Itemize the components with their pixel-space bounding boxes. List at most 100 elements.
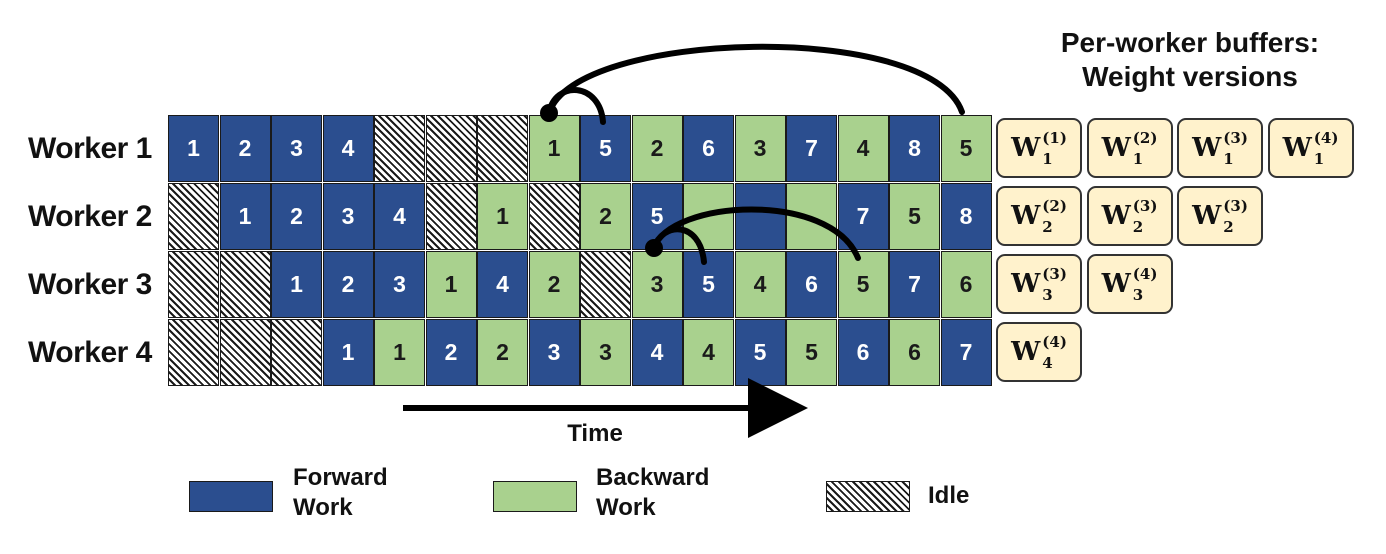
backward-cell: 5 xyxy=(786,319,837,386)
weight-version-box: W(2)2 xyxy=(996,186,1082,246)
backward-cell: 6 xyxy=(889,319,940,386)
forward-cell: 7 xyxy=(940,319,992,386)
legend-idle-label: Idle xyxy=(928,482,970,509)
idle-cell xyxy=(374,115,425,182)
forward-cell: 3 xyxy=(374,251,425,318)
backward-cell: 2 xyxy=(631,115,683,182)
backward-cell: 4 xyxy=(734,251,786,318)
backward-cell: 2 xyxy=(528,251,580,318)
backward-cell: 5 xyxy=(889,183,940,250)
idle-cell xyxy=(425,183,477,250)
weight-worker-subscript: 2 xyxy=(1132,218,1144,236)
backward-cell: 3 xyxy=(631,251,683,318)
weight-version-superscript: (4) xyxy=(1313,129,1339,147)
forward-cell: 7 xyxy=(889,251,940,318)
weight-symbol: W xyxy=(1282,133,1312,163)
weight-scripts: (2)1 xyxy=(1132,129,1158,167)
forward-cell: 8 xyxy=(940,183,992,250)
weight-scripts: (4)3 xyxy=(1132,265,1158,303)
weight-version-box: W(3)1 xyxy=(1177,118,1263,178)
worker-label: Worker 2 xyxy=(28,200,152,233)
weight-scripts: (3)1 xyxy=(1223,129,1248,167)
forward-cell: 3 xyxy=(528,319,580,386)
forward-cell xyxy=(734,183,786,250)
weight-scripts: (2)2 xyxy=(1042,197,1067,235)
idle-cell xyxy=(219,251,271,318)
idle-cell xyxy=(477,115,528,182)
weight-scripts: (3)3 xyxy=(1042,265,1067,303)
w3-long-arc xyxy=(651,206,861,261)
idle-cell xyxy=(168,183,219,250)
weight-worker-subscript: 2 xyxy=(1042,218,1053,236)
forward-cell: 3 xyxy=(322,183,374,250)
weight-symbol: W xyxy=(1101,269,1131,299)
weight-symbol: W xyxy=(1192,133,1222,163)
weight-version-superscript: (2) xyxy=(1132,129,1158,147)
weight-symbol: W xyxy=(1101,133,1131,163)
backward-cell: 6 xyxy=(940,251,992,318)
weight-worker-subscript: 3 xyxy=(1042,286,1053,304)
weight-version-box: W(1) 1 xyxy=(996,118,1082,178)
weight-version-superscript: (3) xyxy=(1223,197,1248,215)
backward-cell: 1 xyxy=(477,183,528,250)
backward-cell: 1 xyxy=(374,319,425,386)
idle-cell xyxy=(425,115,477,182)
weight-worker-subscript: 1 xyxy=(1042,150,1053,168)
weight-scripts: (4)1 xyxy=(1313,129,1339,167)
backward-cell: 2 xyxy=(477,319,528,386)
forward-cell: 4 xyxy=(322,115,374,182)
forward-cell: 2 xyxy=(271,183,322,250)
worker-label: Worker 3 xyxy=(28,268,152,301)
weight-worker-subscript: 3 xyxy=(1132,286,1144,304)
weight-version-superscript: (3) xyxy=(1042,265,1067,283)
forward-cell: 6 xyxy=(837,319,889,386)
w1-long-arc xyxy=(546,43,965,116)
weight-version-superscript: (1) xyxy=(1042,129,1067,147)
weight-symbol: W xyxy=(1011,269,1041,299)
forward-cell: 4 xyxy=(374,183,425,250)
backward-cell: 3 xyxy=(580,319,631,386)
weight-version-box: W(3)2 xyxy=(1086,186,1173,246)
weight-version-superscript: (3) xyxy=(1223,129,1248,147)
backward-cell: 3 xyxy=(734,115,786,182)
weight-scripts: (3)2 xyxy=(1132,197,1158,235)
legend-backward-swatch xyxy=(493,481,577,512)
forward-cell: 2 xyxy=(322,251,374,318)
forward-cell: 4 xyxy=(477,251,528,318)
weight-symbol: W xyxy=(1011,337,1041,367)
weight-version-superscript: (4) xyxy=(1042,333,1067,351)
buffers-title: Per-worker buffers: Weight versions xyxy=(1010,26,1370,94)
forward-cell: 2 xyxy=(219,115,271,182)
forward-cell: 4 xyxy=(631,319,683,386)
weight-version-box: W(3)3 xyxy=(996,254,1082,314)
legend-forward-label: Forward Work xyxy=(293,464,388,521)
weight-scripts: (3)2 xyxy=(1223,197,1248,235)
backward-cell: 4 xyxy=(837,115,889,182)
forward-cell: 6 xyxy=(683,115,734,182)
weight-worker-subscript: 1 xyxy=(1223,150,1234,168)
forward-cell: 7 xyxy=(786,115,837,182)
forward-cell: 1 xyxy=(271,251,322,318)
backward-cell: 1 xyxy=(425,251,477,318)
weight-symbol: W xyxy=(1192,201,1222,231)
forward-cell: 7 xyxy=(837,183,889,250)
time-label: Time xyxy=(567,420,623,447)
weight-version-box: W(4)1 xyxy=(1267,118,1354,178)
weight-symbol: W xyxy=(1011,133,1041,163)
weight-scripts: (4)4 xyxy=(1042,333,1067,371)
forward-cell: 8 xyxy=(889,115,940,182)
forward-cell: 5 xyxy=(580,115,631,182)
weight-version-superscript: (2) xyxy=(1042,197,1067,215)
backward-cell: 5 xyxy=(837,251,889,318)
buffers-title-line1: Per-worker buffers: xyxy=(1060,27,1320,58)
weight-version-superscript: (4) xyxy=(1132,265,1158,283)
buffers-title-line2: Weight versions xyxy=(1082,61,1298,92)
legend-backward-label: Backward Work xyxy=(596,464,710,521)
weight-version-superscript: (3) xyxy=(1132,197,1158,215)
forward-cell: 2 xyxy=(425,319,477,386)
w1-short-hook xyxy=(546,86,606,125)
forward-cell: 1 xyxy=(322,319,374,386)
idle-cell xyxy=(219,319,271,386)
worker-label: Worker 1 xyxy=(28,132,152,165)
